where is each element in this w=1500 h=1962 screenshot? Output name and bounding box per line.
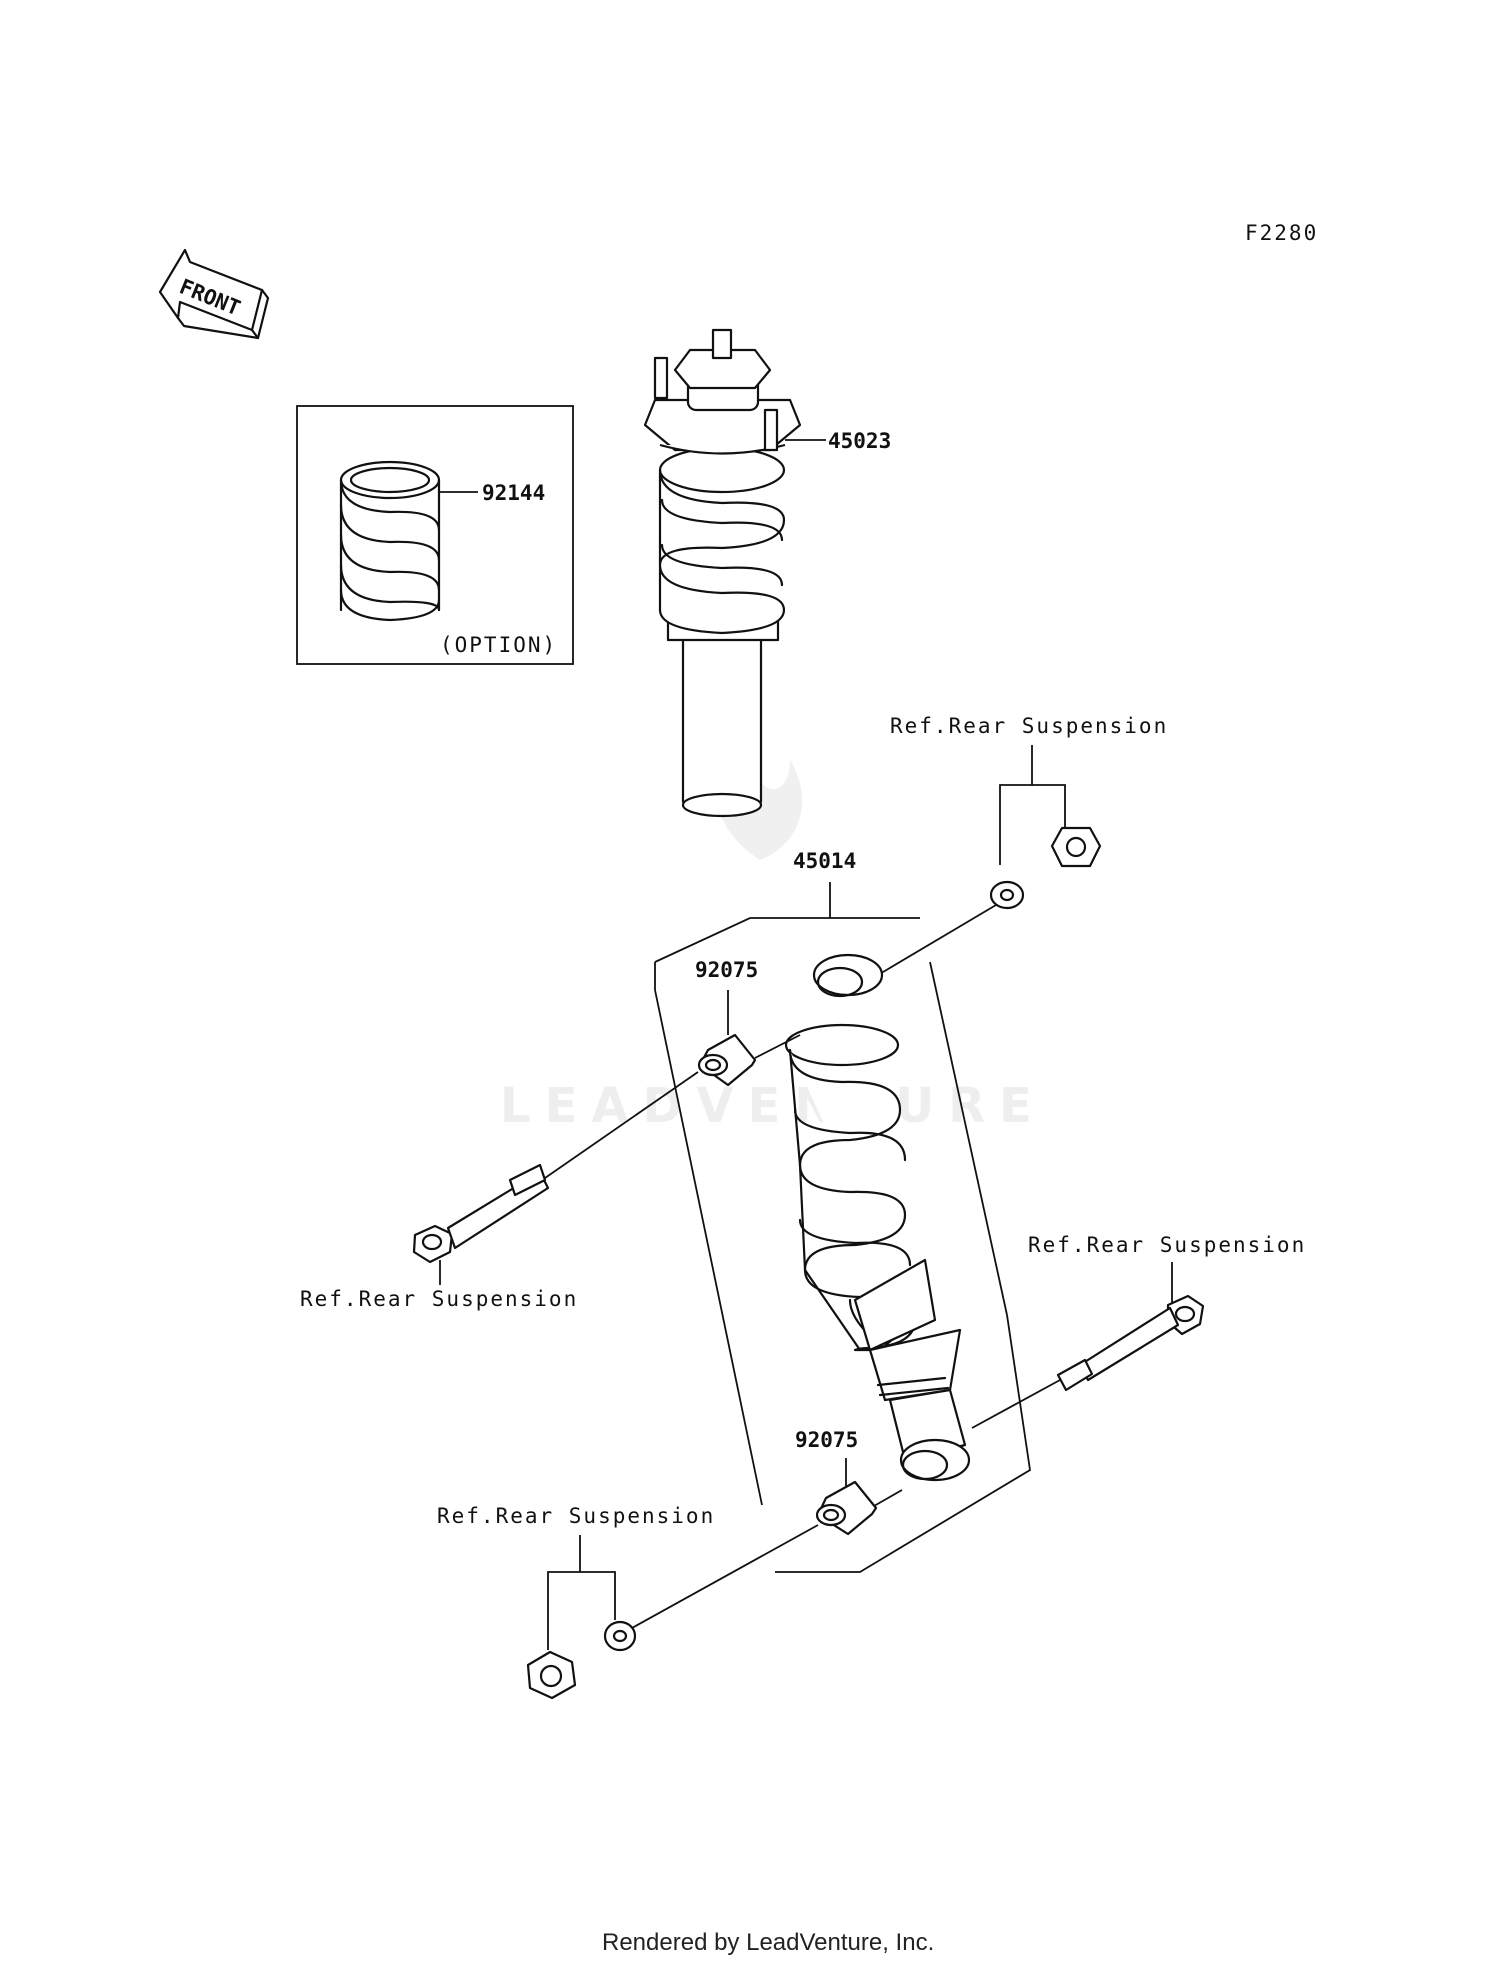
ref-right-bolt: Ref.Rear Suspension (1028, 1233, 1306, 1257)
option-spring-icon (339, 460, 441, 622)
nut-top-right-icon (1050, 826, 1102, 868)
washer-bottom-left-icon (603, 1620, 637, 1652)
part-45014: 45014 (793, 849, 856, 873)
option-note: (OPTION) (440, 633, 557, 657)
footer-credit: Rendered by LeadVenture, Inc. (602, 1929, 934, 1956)
part-92075-lower: 92075 (795, 1428, 858, 1452)
bolt-left-icon (412, 1163, 550, 1264)
bushing-lower-icon (815, 1480, 878, 1536)
watermark: LEADVENTURE (500, 755, 1046, 1134)
diagram-code: F2280 (1245, 221, 1318, 245)
bushing-upper-icon (697, 1033, 757, 1087)
washer-top-right-icon (989, 880, 1025, 910)
rear-shock-icon (784, 953, 971, 1482)
option-box: 92144 (OPTION) (296, 405, 574, 665)
bolt-right-icon (1056, 1294, 1205, 1392)
ref-left-bolt: Ref.Rear Suspension (300, 1287, 578, 1311)
front-shock-icon: 45023 (643, 328, 891, 818)
nut-bottom-left-icon (526, 1650, 577, 1700)
part-92144: 92144 (482, 481, 545, 505)
part-45023: 45023 (828, 429, 891, 453)
watermark-text: LEADVENTURE (500, 1078, 1046, 1134)
part-92075-upper: 92075 (695, 958, 758, 982)
ref-bottom-left: Ref.Rear Suspension (437, 1504, 715, 1528)
ref-top-right: Ref.Rear Suspension (890, 714, 1168, 738)
front-arrow-icon: FRONT (158, 248, 270, 340)
